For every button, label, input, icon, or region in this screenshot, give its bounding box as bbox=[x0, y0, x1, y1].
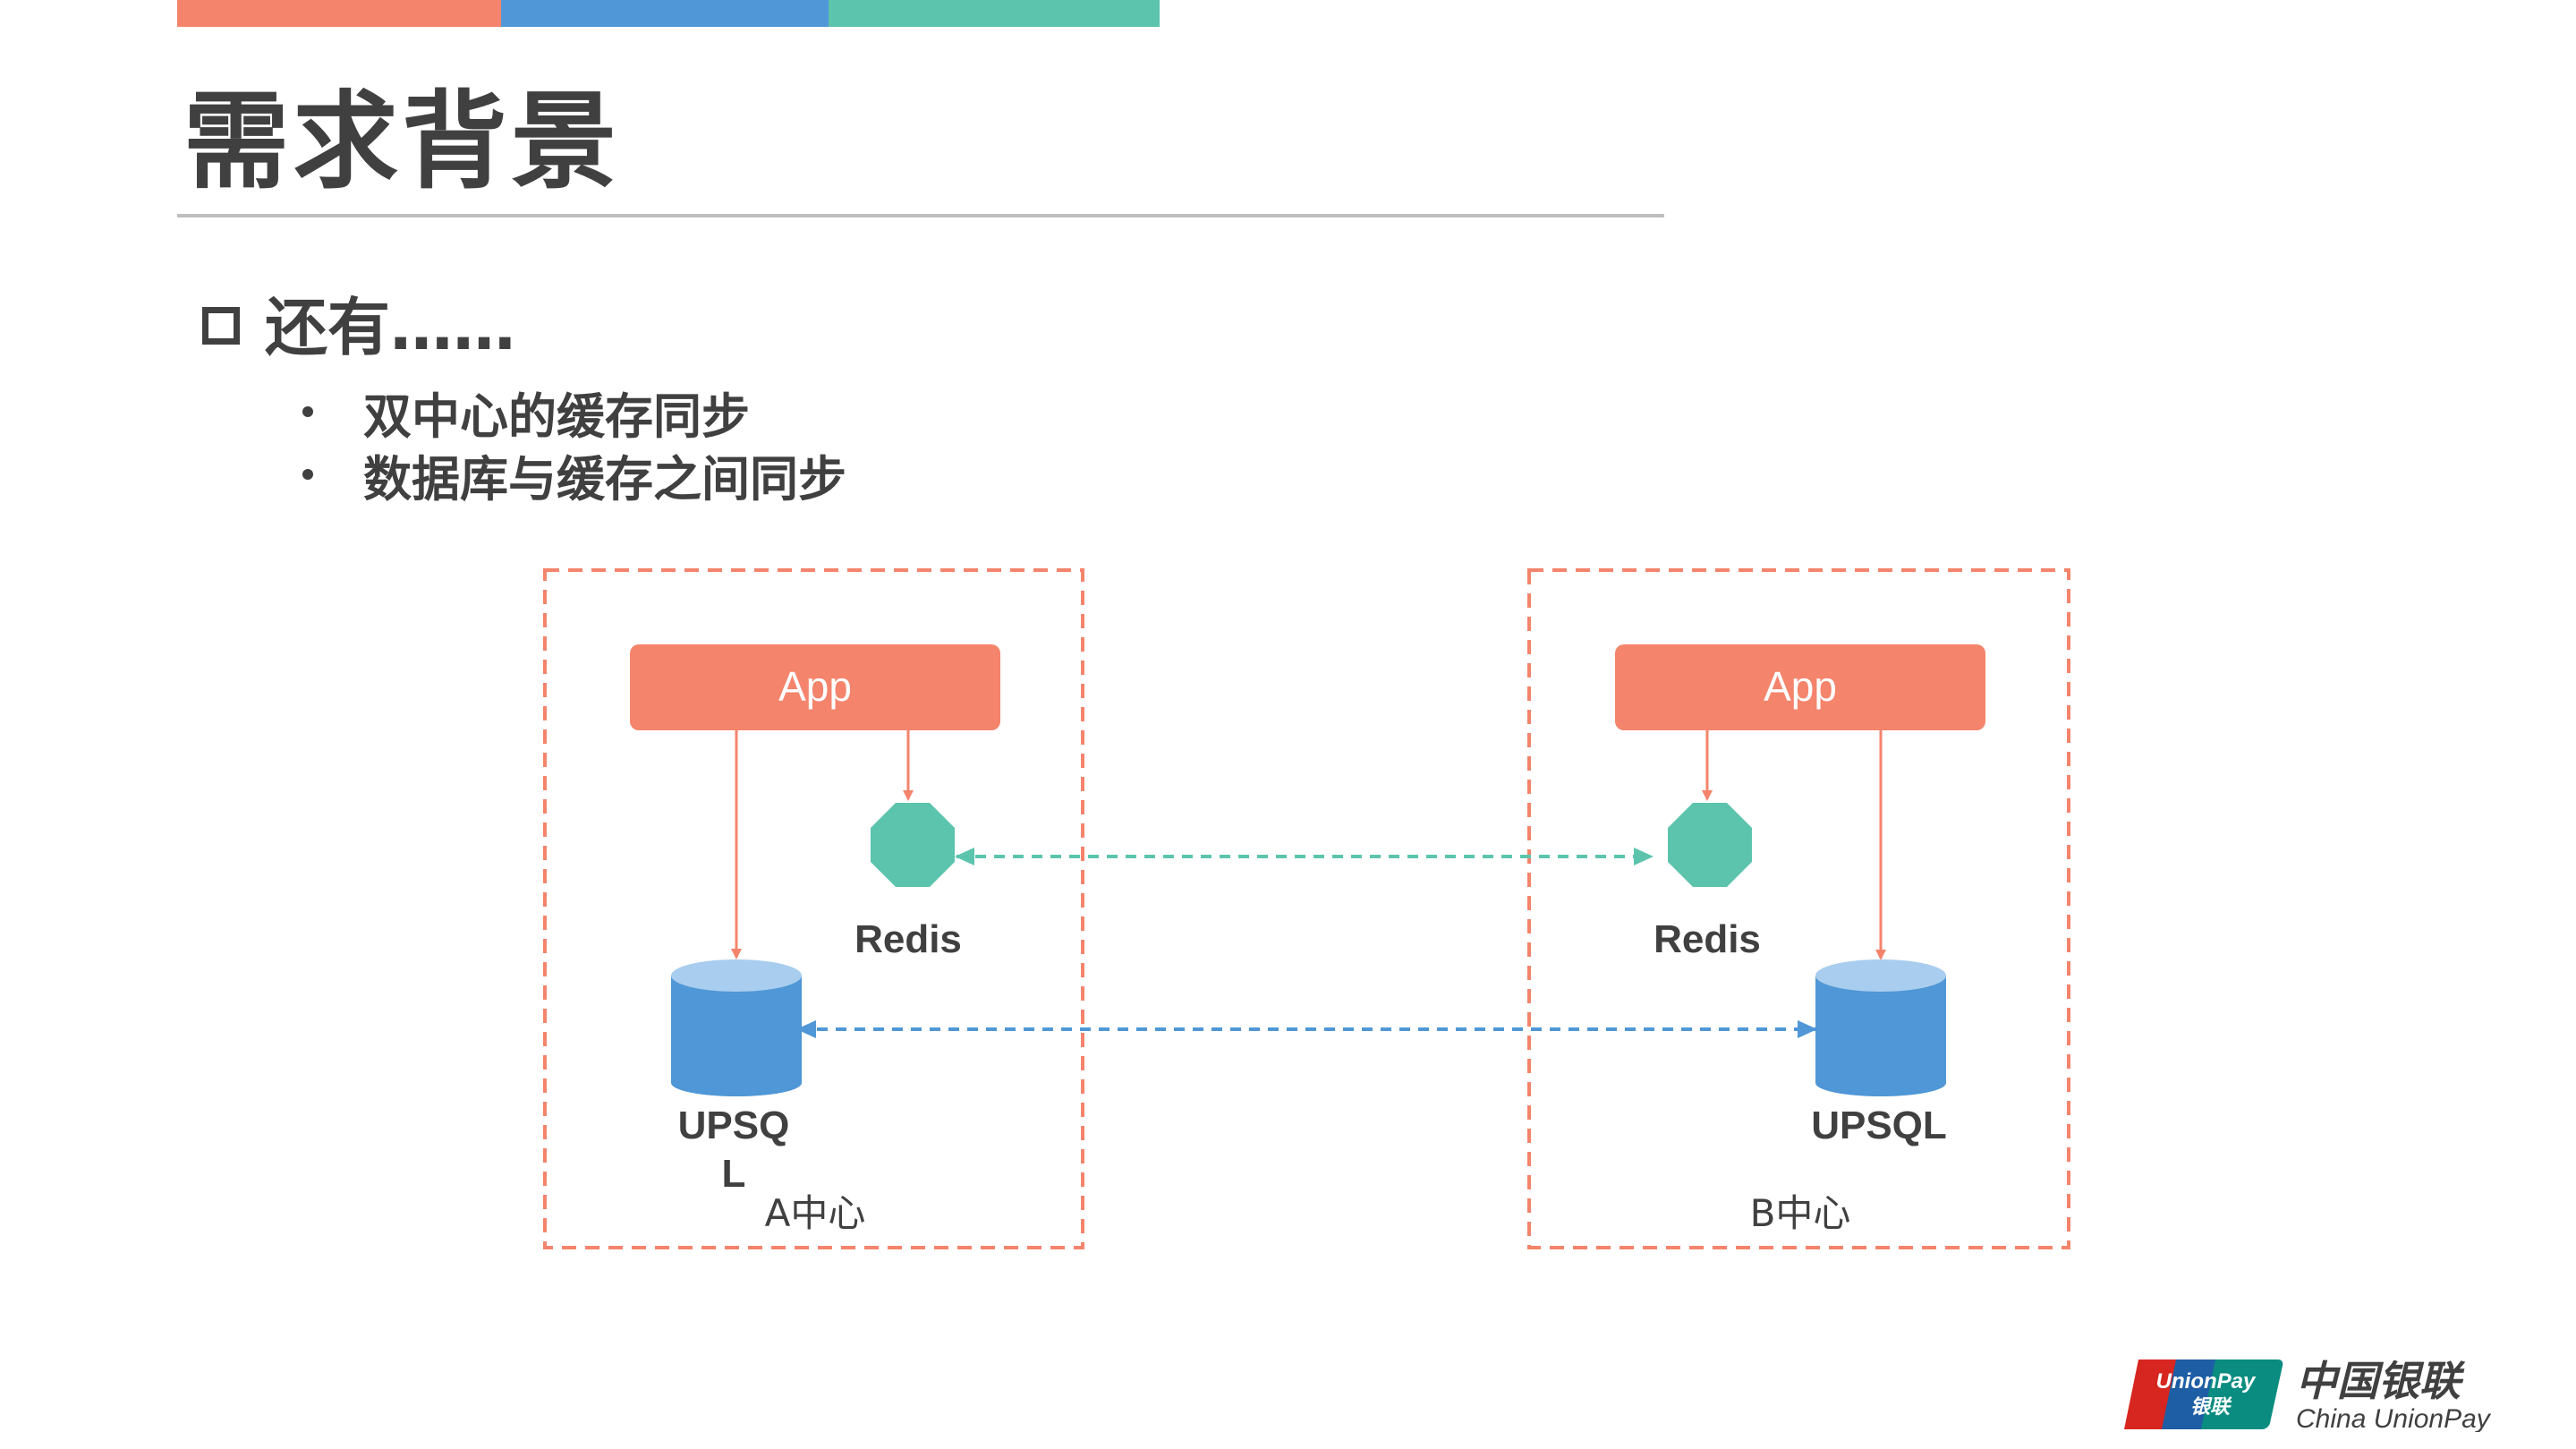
center-b-app-label: App bbox=[1764, 663, 1837, 710]
center-a-redis-label: Redis bbox=[854, 917, 962, 961]
accent-bar-blue bbox=[501, 0, 829, 27]
center-a-label: A中心 bbox=[765, 1191, 866, 1235]
list-item-text: 双中心的缓存同步 bbox=[363, 388, 750, 445]
center-b-database-icon bbox=[1815, 959, 1946, 1096]
accent-bar-teal bbox=[829, 0, 1160, 27]
square-bullet-icon bbox=[202, 306, 240, 345]
center-a-app-node: App bbox=[630, 644, 1000, 730]
title-divider bbox=[177, 214, 1664, 217]
center-b-frame bbox=[1527, 568, 2070, 1249]
center-b-redis-label: Redis bbox=[1654, 917, 1761, 961]
logo-name-cn: 中国银联 bbox=[2296, 1357, 2466, 1405]
center-a-db-label-line2: L bbox=[722, 1152, 746, 1196]
list-item-text: 数据库与缓存之间同步 bbox=[363, 450, 846, 507]
unionpay-badge-icon: UnionPay 银联 bbox=[2124, 1360, 2283, 1429]
center-b-app-node: App bbox=[1615, 644, 1985, 730]
center-b-db-label: UPSQL bbox=[1811, 1104, 1947, 1147]
center-a-frame bbox=[543, 568, 1084, 1249]
logo-name-en: China UnionPay bbox=[2296, 1404, 2492, 1432]
bullet-list: 双中心的缓存同步 数据库与缓存之间同步 bbox=[295, 380, 846, 507]
section-heading: 还有…… bbox=[202, 277, 515, 368]
center-a-db-label-line1: UPSQ bbox=[678, 1104, 790, 1147]
logo-badge-line2: 银联 bbox=[2190, 1396, 2232, 1419]
center-b-redis-icon bbox=[1668, 803, 1752, 887]
center-b-label: B中心 bbox=[1750, 1191, 1851, 1235]
center-a-database-icon bbox=[671, 959, 802, 1096]
center-a-redis-icon bbox=[871, 803, 955, 887]
section-heading-text: 还有…… bbox=[265, 291, 515, 364]
unionpay-logo: UnionPay 银联 中国银联 China UnionPay bbox=[2124, 1357, 2492, 1432]
list-item: 双中心的缓存同步 bbox=[295, 380, 846, 445]
page-title: 需求背景 bbox=[183, 80, 621, 203]
accent-bar-orange bbox=[177, 0, 501, 27]
list-item: 数据库与缓存之间同步 bbox=[295, 443, 846, 507]
bullet-dot-icon bbox=[302, 406, 313, 417]
center-a-app-label: App bbox=[778, 663, 852, 710]
bullet-dot-icon bbox=[302, 469, 313, 480]
logo-badge-line1: UnionPay bbox=[2156, 1369, 2257, 1394]
